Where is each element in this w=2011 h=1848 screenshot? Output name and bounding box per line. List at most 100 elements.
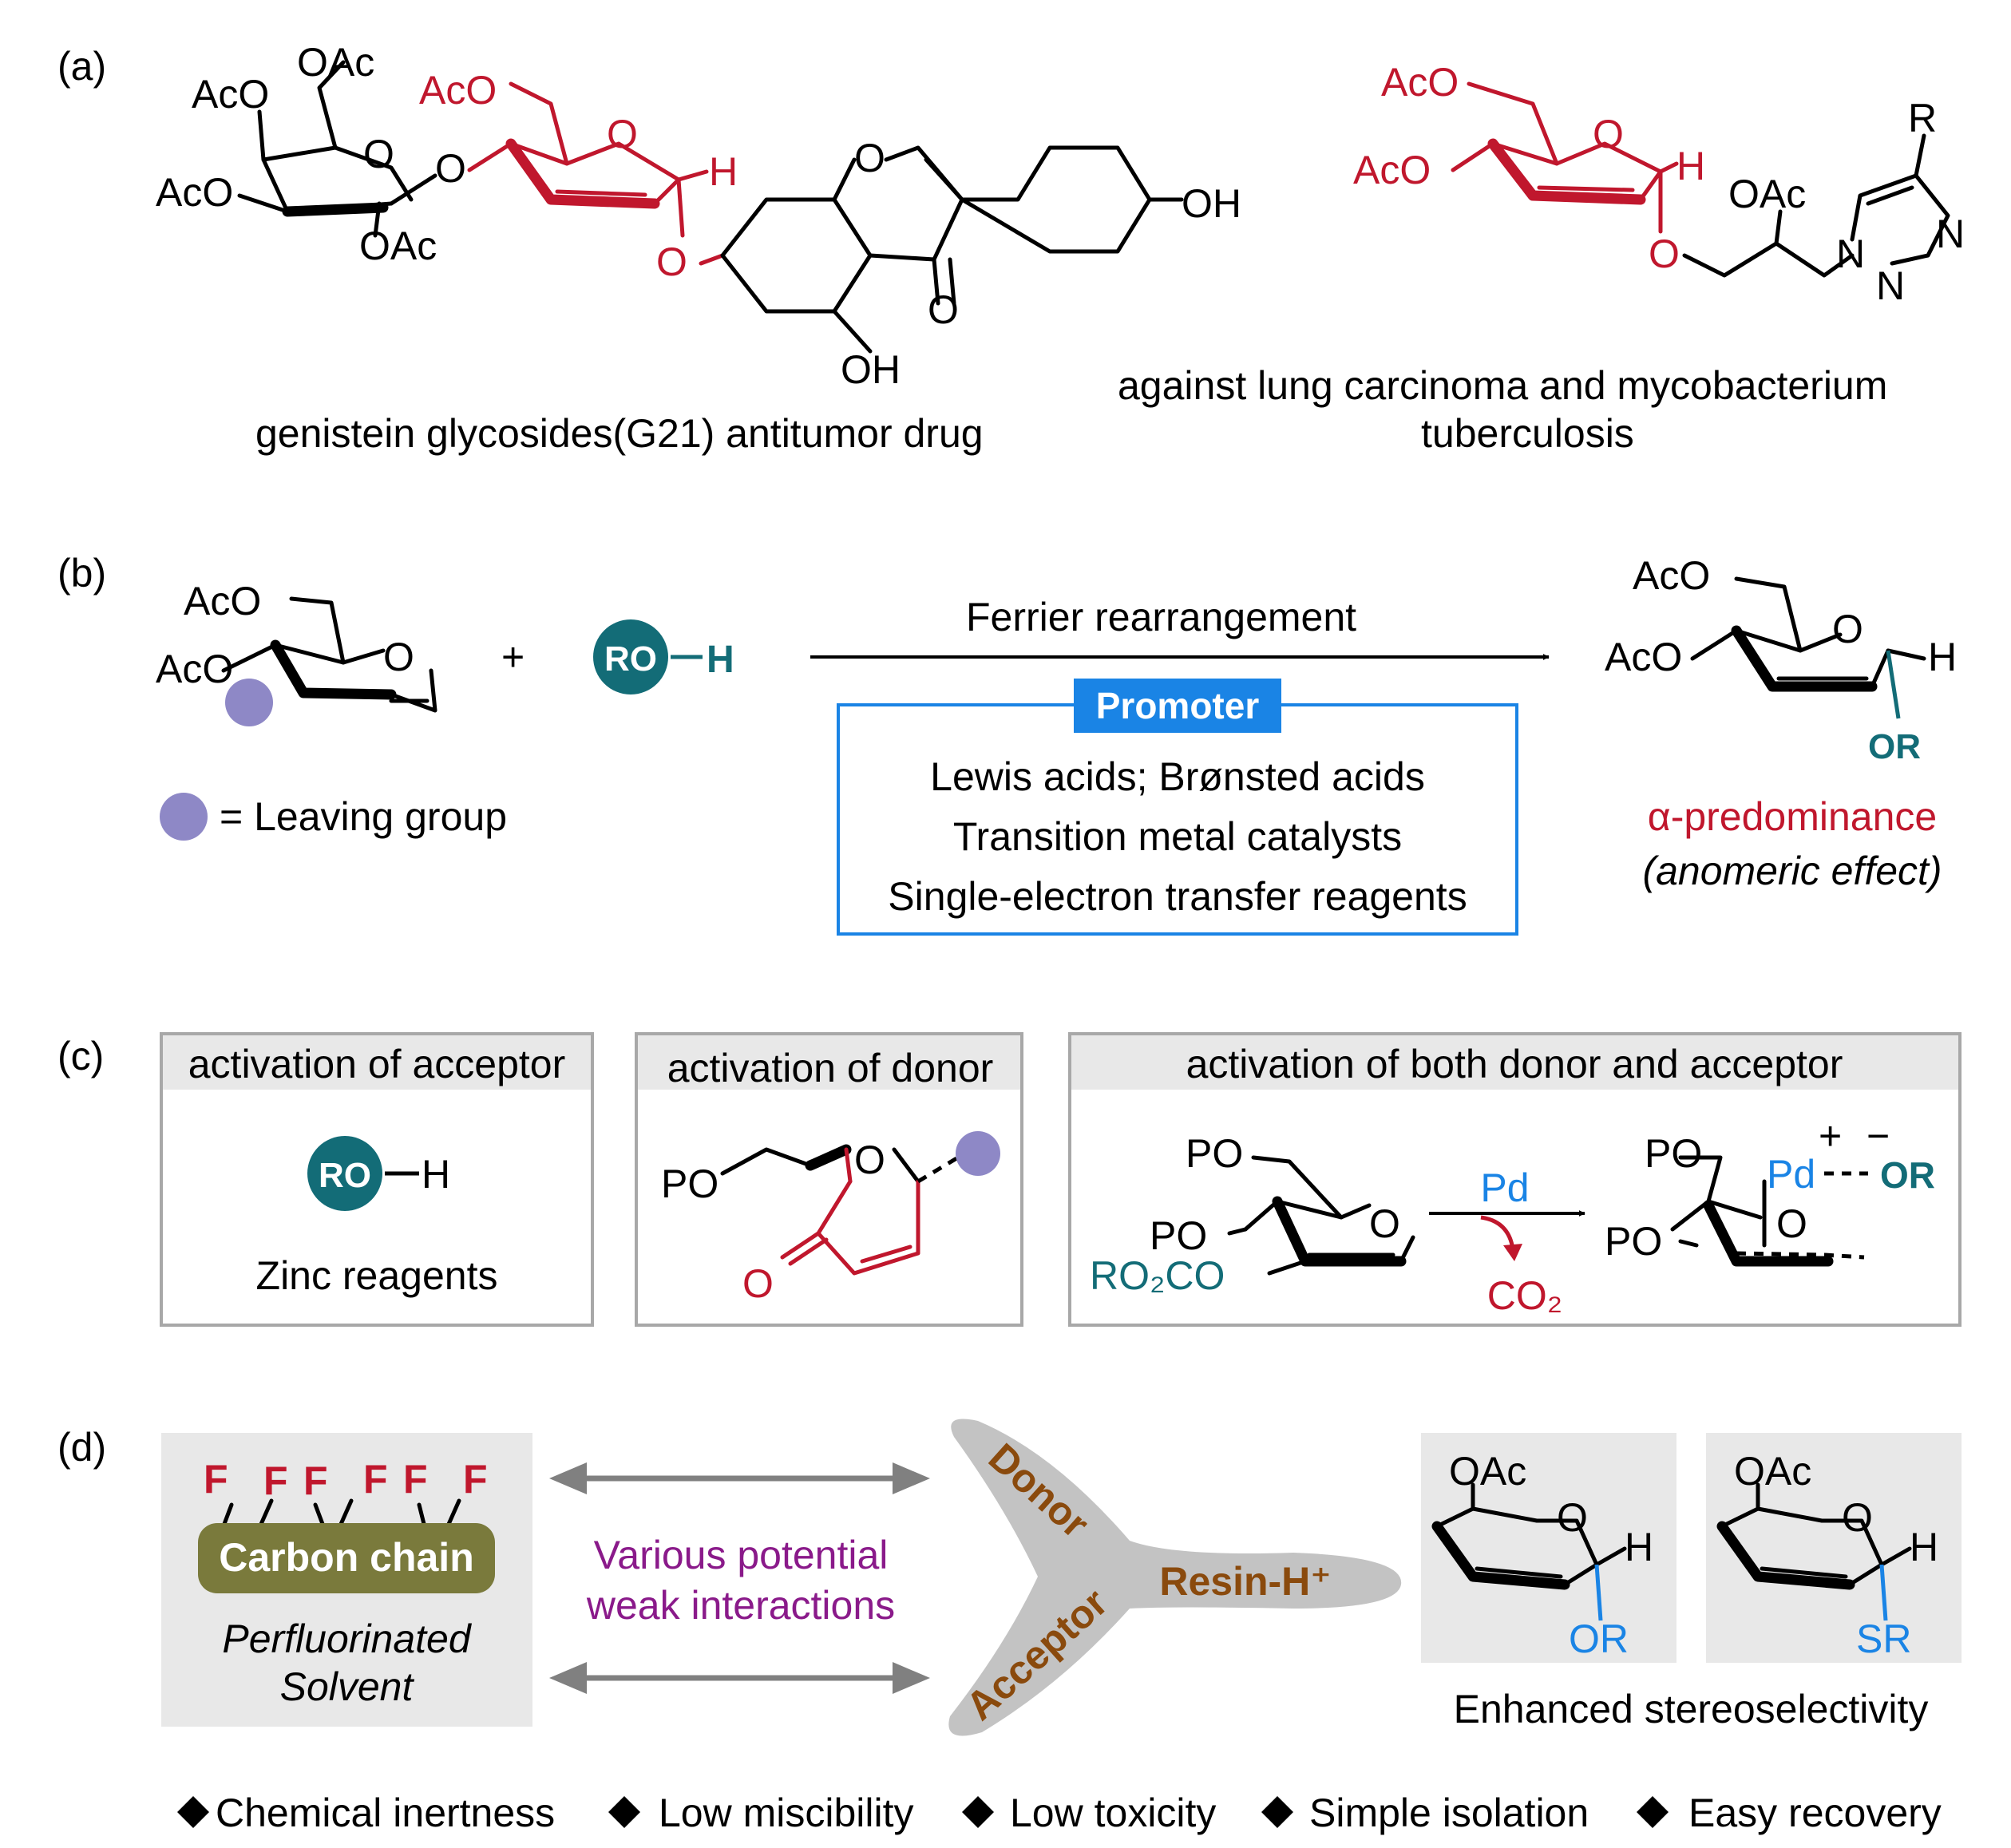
promoter-title: Promoter [1096, 685, 1260, 726]
product-or-structure: OAc O H OR [1431, 1449, 1653, 1661]
zinc-reagents: Zinc reagents [256, 1253, 498, 1298]
atom-aco-top: AcO [192, 72, 269, 117]
bullet-diamond-3 [962, 1796, 994, 1828]
atom-d2-sr: SR [1856, 1617, 1911, 1661]
panel-a: (a) AcO OAc O AcO OAc O AcO O H O [57, 40, 1965, 456]
features-row: Chemical inertness Low miscibility Low t… [177, 1791, 1942, 1835]
solvent-line-1: Perfluorinated [222, 1617, 472, 1661]
leaving-group-dot [225, 679, 273, 726]
atom-r-oac: OAc [1728, 172, 1806, 216]
panel-d: (d) F F F F F F Carbon chain Perfluorina… [57, 1419, 1962, 1736]
atom-red-aco: AcO [419, 68, 497, 113]
ro-badge [593, 619, 668, 694]
atom-c3-ring-o: O [1369, 1201, 1400, 1246]
atom-c2-ketone-o: O [742, 1261, 774, 1306]
atom-c4-pd: Pd [1767, 1152, 1815, 1197]
atom-c4-ring-o: O [1776, 1201, 1807, 1246]
atom-b-aco-left: AcO [156, 647, 233, 691]
double-arrow-top [549, 1462, 930, 1494]
panel-a-left-caption: genistein glycosides(G21) antitumor drug [255, 411, 984, 456]
atom-oh-right: OH [1182, 181, 1241, 226]
enone-donor-structure: PO O O [661, 1131, 1000, 1306]
plus-sign: + [501, 635, 525, 679]
promoter-title-bg [1074, 679, 1281, 733]
promoter-item-2: Transition metal catalysts [953, 814, 1402, 859]
atom-red-h: H [709, 149, 738, 194]
carbonate-glycal: PO O PO RO₂CO [1090, 1131, 1415, 1298]
atom-c2-po: PO [661, 1161, 718, 1206]
atom-c4-minus: − [1867, 1114, 1890, 1158]
alcohol-acceptor: RO H [593, 619, 734, 694]
atom-aco-left: AcO [156, 170, 233, 215]
interactions-line-1: Various potential [594, 1533, 889, 1577]
atom-r-r: R [1908, 96, 1937, 140]
atom-d1-oac: OAc [1449, 1449, 1526, 1494]
genistein-glycoside-structure: AcO OAc O AcO OAc O AcO O H O [156, 40, 1241, 392]
pd-arrow-label: Pd [1480, 1165, 1529, 1210]
acceptor-box-header [163, 1035, 591, 1090]
atom-c3-ro2co: RO₂CO [1090, 1253, 1225, 1298]
atom-p-or: OR [1868, 727, 1921, 766]
panel-a-right-caption-1: against lung carcinoma and mycobacterium [1118, 363, 1887, 408]
atom-oac-bottom: OAc [359, 224, 437, 268]
atom-c3-po-mid: PO [1150, 1213, 1207, 1258]
atom-r-h: H [1676, 144, 1705, 188]
product-sr-panel [1706, 1433, 1962, 1663]
atom-c4-or: OR [1880, 1154, 1935, 1196]
atom-c3-po-top: PO [1186, 1131, 1243, 1176]
feature-4: Simple isolation [1309, 1791, 1589, 1835]
fluorine-3: F [303, 1458, 328, 1503]
ferrier-product: AcO O AcO H OR [1605, 553, 1957, 766]
panel-b-label: (b) [57, 551, 106, 596]
panel-d-label: (d) [57, 1425, 106, 1470]
fluorine-2: F [263, 1458, 288, 1503]
atom-r-n1: N [1836, 231, 1865, 276]
atom-r-ring-o: O [1593, 112, 1624, 156]
feature-2: Low miscibility [659, 1791, 914, 1835]
panel-c-label: (c) [57, 1034, 104, 1078]
promoter-item-3: Single-electron transfer reagents [888, 874, 1467, 919]
bullet-diamond-1 [177, 1796, 209, 1828]
fluorine-4: F [363, 1457, 388, 1502]
stereo-caption: Enhanced stereoselectivity [1454, 1687, 1929, 1731]
atom-p-aco-top: AcO [1633, 553, 1710, 598]
c-ro-h: H [422, 1152, 450, 1197]
feature-5: Easy recovery [1688, 1791, 1942, 1835]
atom-r-o: O [1649, 231, 1680, 276]
anomeric-effect: (anomeric effect) [1642, 849, 1942, 893]
ro-badge-label: RO [604, 639, 657, 679]
atom-c4-po-mid: PO [1605, 1219, 1662, 1264]
both-activation-title: activation of both donor and acceptor [1186, 1042, 1843, 1086]
feature-3: Low toxicity [1010, 1791, 1216, 1835]
atom-link-o: O [435, 146, 466, 191]
donor-box-title: activation of donor [667, 1046, 994, 1090]
panel-b: (b) AcO O AcO + RO H = Leaving group Fer… [57, 551, 1957, 936]
co2-label: CO₂ [1487, 1273, 1562, 1318]
interactions-line-2: weak interactions [586, 1583, 895, 1628]
atom-d1-or: OR [1569, 1617, 1629, 1661]
atom-oh-bottom: OH [841, 347, 901, 392]
atom-red-ring-o: O [607, 112, 638, 156]
feature-1: Chemical inertness [216, 1791, 555, 1835]
donor-acceptor-blob [948, 1419, 1402, 1736]
ro-h-label: H [707, 639, 734, 681]
bullet-diamond-4 [1261, 1796, 1293, 1828]
solvent-line-2: Solvent [280, 1664, 415, 1709]
bullet-diamond-2 [608, 1796, 640, 1828]
atom-red-o: O [656, 239, 687, 284]
atom-d2-h: H [1910, 1525, 1938, 1569]
fluorine-5: F [403, 1457, 428, 1502]
atom-r-n2: N [1876, 263, 1905, 308]
atom-chromone-o: O [854, 136, 885, 180]
c-ro-badge-label: RO [319, 1156, 371, 1195]
triazole-glycoside-structure: AcO O AcO H O OAc R N N N [1353, 60, 1965, 308]
legend-dot [160, 793, 208, 841]
panel-a-label: (a) [57, 44, 106, 89]
co2-curved-arrow [1480, 1215, 1515, 1250]
alpha-predominance: α-predominance [1648, 794, 1937, 839]
donor-box-header [638, 1035, 1020, 1090]
atom-oac-top: OAc [297, 40, 374, 85]
resin-label: Resin-H⁺ [1159, 1559, 1331, 1604]
product-sr-structure: OAc O H SR [1716, 1449, 1938, 1661]
